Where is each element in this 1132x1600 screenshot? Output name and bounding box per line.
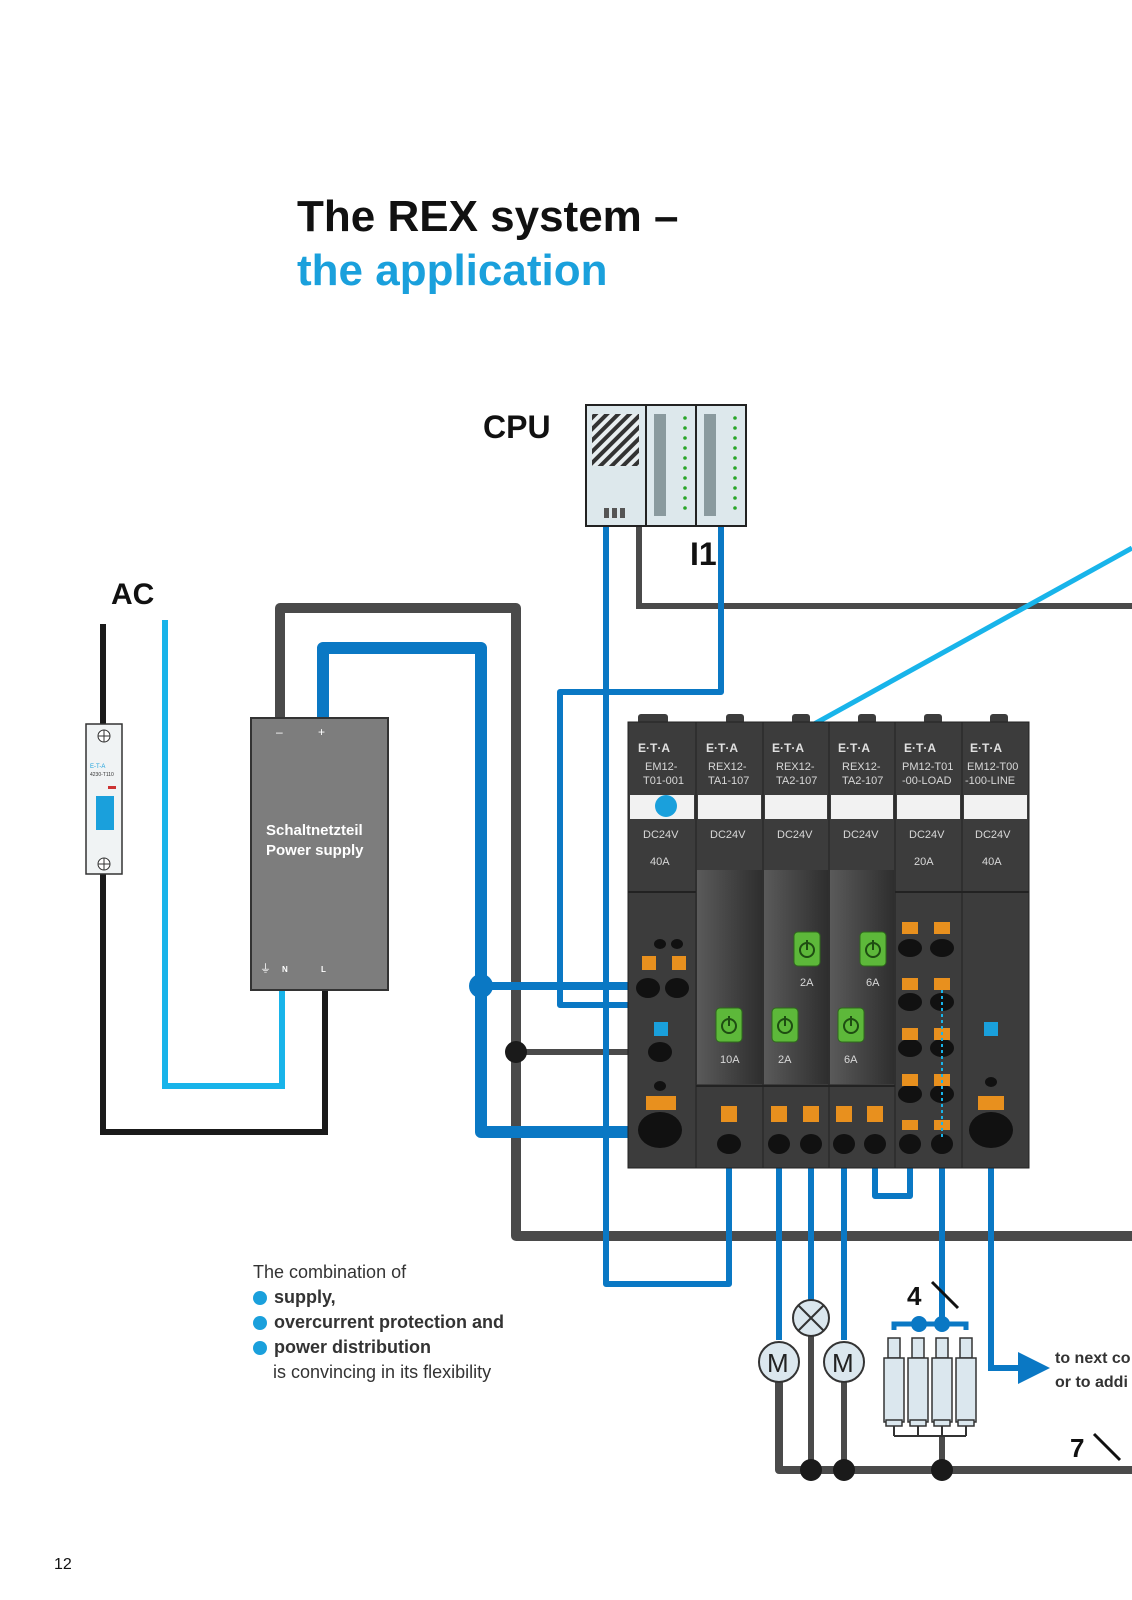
description-bullet: supply, (253, 1285, 504, 1310)
cpu-grey-wire (636, 522, 1132, 609)
breaker-brand: E-T-A (90, 764, 105, 770)
module-name: T01-001 (643, 775, 684, 787)
module-current: 6A (866, 977, 880, 989)
bus-label-7: 7 (1070, 1433, 1084, 1463)
bullet-icon (253, 1315, 267, 1330)
module-brand: E·T·A (838, 741, 870, 755)
arrow-right-icon (1018, 1352, 1050, 1384)
svg-text:N: N (282, 965, 288, 974)
module-brand: E·T·A (638, 741, 670, 755)
module-current: 2A (800, 977, 814, 989)
breaker-toggle-icon (96, 796, 114, 830)
ac-black-wire (100, 624, 328, 1135)
module-name: TA2-107 (776, 775, 817, 787)
module-current: 40A (650, 856, 670, 868)
blue-clamps (654, 1022, 998, 1036)
page-title-line1: The REX system – (297, 192, 679, 241)
description-bullet: overcurrent protection and (253, 1310, 504, 1335)
to-next-label: to next co (1055, 1350, 1131, 1367)
module-name: TA1-107 (708, 775, 749, 787)
junction-dots (469, 974, 950, 1332)
power-supply-label-en: Power supply (266, 842, 364, 859)
cpu-unit (585, 404, 747, 527)
module-name: PM12-T01 (902, 761, 953, 773)
module-name: REX12- (842, 761, 881, 773)
description-bullet: power distribution (253, 1335, 504, 1360)
module-brand: E·T·A (970, 741, 1002, 755)
module-name: EM12- (645, 761, 678, 773)
module-voltage: DC24V (710, 829, 746, 841)
description-block: The combination of supply, overcurrent p… (253, 1260, 504, 1385)
to-next-label: or to addi (1055, 1374, 1128, 1391)
bus-label-4: 4 (907, 1281, 922, 1311)
module-name: REX12- (708, 761, 747, 773)
module-voltage: DC24V (643, 829, 679, 841)
plus-wire (317, 642, 662, 1138)
module-brand: E·T·A (706, 741, 738, 755)
power-supply: – + Schaltnetzteil Power supply ⏚ N L (250, 717, 389, 991)
module-brand: E·T·A (772, 741, 804, 755)
module-name: -00-LOAD (902, 775, 952, 787)
motor-label: M (832, 1348, 854, 1378)
cpu-blue-wire (603, 522, 732, 1287)
motor-label: M (767, 1348, 789, 1378)
minus-wire (275, 603, 1132, 1241)
ground-icon: ⏚ (260, 962, 271, 975)
svg-text:–: – (276, 725, 283, 739)
module-name: -100-LINE (965, 775, 1015, 787)
power-symbol-icon (721, 940, 881, 1034)
breaker-model: 4230-T110 (90, 772, 114, 778)
description-outro: is convincing in its flexibility (273, 1362, 492, 1382)
module-current: 6A (844, 1054, 858, 1066)
module-voltage: DC24V (909, 829, 945, 841)
module-current: 2A (778, 1054, 792, 1066)
page-title-line2: the application (297, 246, 608, 295)
svg-text:L: L (321, 965, 326, 974)
motor-icon (758, 1341, 865, 1383)
module-current: 20A (914, 856, 934, 868)
module-current: 40A (982, 856, 1002, 868)
bullet-icon (253, 1340, 267, 1355)
page-number: 12 (54, 1556, 72, 1573)
module-name: REX12- (776, 761, 815, 773)
sensor-icon (883, 1337, 977, 1427)
i1-label: I1 (690, 536, 717, 572)
svg-text:+: + (318, 725, 325, 739)
ac-label: AC (111, 578, 154, 611)
cpu-leds (683, 416, 737, 510)
cpu-label: CPU (483, 409, 551, 445)
bullet-icon (253, 1290, 267, 1305)
module-name: EM12-T00 (967, 761, 1018, 773)
terminal-clamps (642, 922, 1004, 1130)
power-supply-label-de: Schaltnetzteil (266, 822, 363, 839)
module-voltage: DC24V (843, 829, 879, 841)
description-intro: The combination of (253, 1262, 407, 1282)
module-labels: E·T·A E·T·A E·T·A E·T·A E·T·A E·T·A EM12… (638, 741, 1018, 1066)
module-current: 10A (720, 1054, 740, 1066)
circuit-breaker: E-T-A 4230-T110 (85, 723, 123, 875)
module-brand: E·T·A (904, 741, 936, 755)
signal-connection-dot (655, 795, 677, 817)
ac-lightblue-wire (162, 620, 285, 1089)
module-name: TA2-107 (842, 775, 883, 787)
lamp-icon (792, 1299, 830, 1337)
module-voltage: DC24V (777, 829, 813, 841)
module-voltage: DC24V (975, 829, 1011, 841)
